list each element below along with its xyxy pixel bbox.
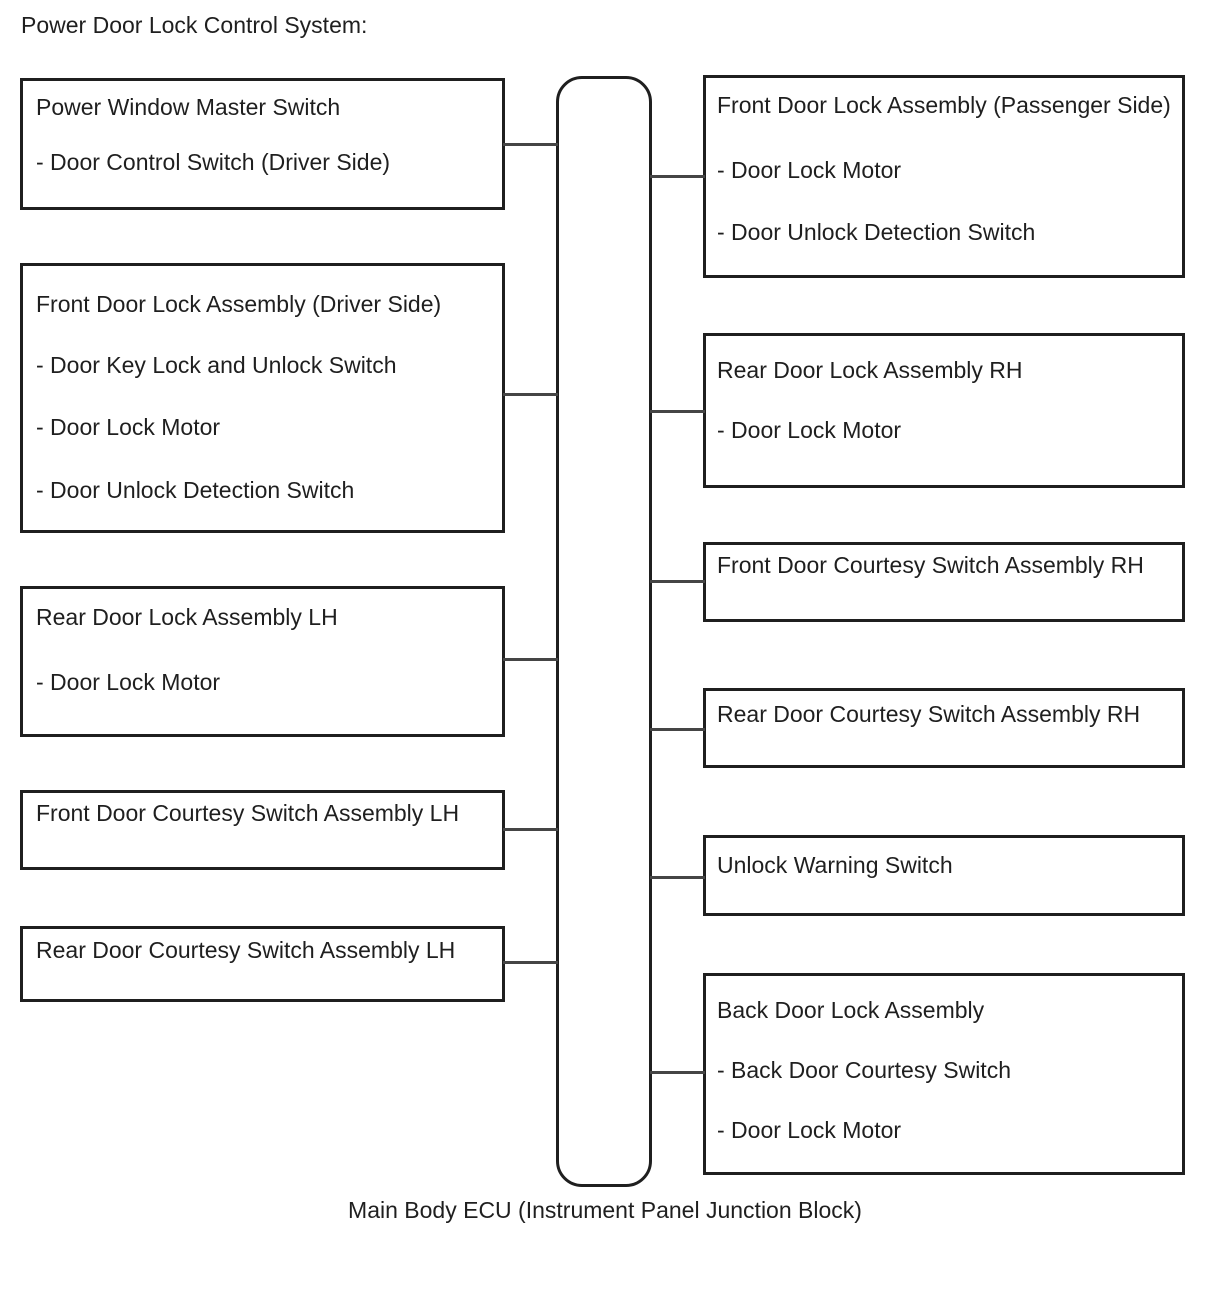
box-item: - Door Lock Motor bbox=[717, 417, 902, 443]
connector-line bbox=[650, 1071, 705, 1074]
box-title: Unlock Warning Switch bbox=[717, 852, 953, 878]
box-front-door-courtesy-switch-assembly-lh: Front Door Courtesy Switch Assembly LH bbox=[20, 790, 505, 870]
box-item: - Door Lock Motor bbox=[717, 1117, 902, 1143]
box-title: Rear Door Courtesy Switch Assembly LH bbox=[36, 937, 456, 963]
box-item: - Door Control Switch (Driver Side) bbox=[36, 149, 391, 175]
box-item: - Door Unlock Detection Switch bbox=[36, 477, 355, 503]
box-item: - Door Lock Motor bbox=[36, 669, 221, 695]
box-item: - Door Lock Motor bbox=[717, 157, 902, 183]
connector-line bbox=[503, 961, 558, 964]
box-title: Rear Door Courtesy Switch Assembly RH bbox=[717, 701, 1141, 727]
box-unlock-warning-switch: Unlock Warning Switch bbox=[703, 835, 1185, 916]
box-back-door-lock-assembly: Back Door Lock Assembly - Back Door Cour… bbox=[703, 973, 1185, 1175]
box-power-window-master-switch: Power Window Master Switch - Door Contro… bbox=[20, 78, 505, 210]
box-item: - Back Door Courtesy Switch bbox=[717, 1057, 1011, 1083]
box-title: Front Door Lock Assembly (Passenger Side… bbox=[717, 92, 1171, 118]
connector-line bbox=[503, 393, 558, 396]
connector-line bbox=[650, 175, 705, 178]
connector-line bbox=[503, 828, 558, 831]
box-title: Rear Door Lock Assembly RH bbox=[717, 357, 1023, 383]
box-title: Front Door Lock Assembly (Driver Side) bbox=[36, 291, 442, 317]
connector-line bbox=[650, 876, 705, 879]
box-title: Front Door Courtesy Switch Assembly RH bbox=[717, 552, 1144, 578]
connector-line bbox=[503, 143, 558, 146]
box-rear-door-courtesy-switch-assembly-lh: Rear Door Courtesy Switch Assembly LH bbox=[20, 926, 505, 1002]
connector-line bbox=[503, 658, 558, 661]
page-title: Power Door Lock Control System: bbox=[21, 12, 368, 38]
box-title: Rear Door Lock Assembly LH bbox=[36, 604, 338, 630]
box-rear-door-lock-assembly-lh: Rear Door Lock Assembly LH - Door Lock M… bbox=[20, 586, 505, 737]
connector-line bbox=[650, 410, 705, 413]
main-body-ecu-block bbox=[556, 76, 652, 1187]
box-title: Power Window Master Switch bbox=[36, 94, 341, 120]
connector-line bbox=[650, 728, 705, 731]
box-front-door-lock-assembly-passenger-side: Front Door Lock Assembly (Passenger Side… bbox=[703, 75, 1185, 278]
box-rear-door-courtesy-switch-assembly-rh: Rear Door Courtesy Switch Assembly RH bbox=[703, 688, 1185, 768]
box-item: - Door Unlock Detection Switch bbox=[717, 219, 1036, 245]
box-front-door-lock-assembly-driver-side: Front Door Lock Assembly (Driver Side) -… bbox=[20, 263, 505, 533]
box-title: Back Door Lock Assembly bbox=[717, 997, 985, 1023]
box-title: Front Door Courtesy Switch Assembly LH bbox=[36, 800, 460, 826]
ecu-caption: Main Body ECU (Instrument Panel Junction… bbox=[348, 1197, 862, 1223]
box-item: - Door Key Lock and Unlock Switch bbox=[36, 352, 397, 378]
connector-line bbox=[650, 580, 705, 583]
box-rear-door-lock-assembly-rh: Rear Door Lock Assembly RH - Door Lock M… bbox=[703, 333, 1185, 488]
box-item: - Door Lock Motor bbox=[36, 414, 221, 440]
box-front-door-courtesy-switch-assembly-rh: Front Door Courtesy Switch Assembly RH bbox=[703, 542, 1185, 622]
